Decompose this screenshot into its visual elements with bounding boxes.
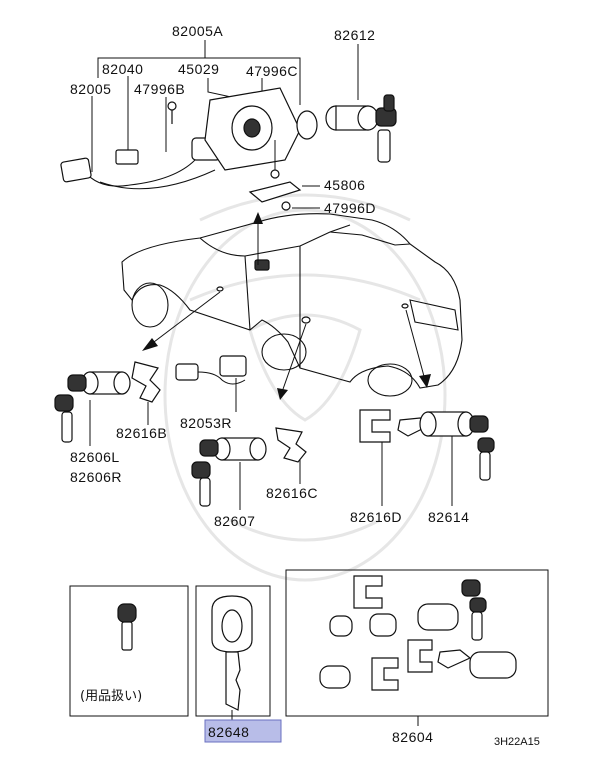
label-82616C: 82616C	[266, 485, 318, 501]
trunk-lock-82614	[397, 411, 495, 506]
watermark-emblem	[163, 193, 447, 582]
label-45806: 45806	[324, 177, 365, 193]
screw-47996D	[281, 201, 291, 211]
screw-47996B	[167, 101, 177, 111]
label-82606R: 82606R	[70, 469, 122, 485]
label-82648: 82648	[208, 724, 249, 740]
label-47996C: 47996C	[246, 63, 298, 79]
connector-82005	[60, 157, 92, 183]
connector-82040	[115, 149, 139, 165]
bracket-45806	[248, 181, 302, 203]
clip-82616D	[359, 409, 391, 506]
label-47996B: 47996B	[134, 81, 185, 97]
clip-82616B	[131, 361, 161, 425]
accessory-key-box	[69, 585, 189, 717]
label-82005: 82005	[70, 81, 111, 97]
label-82616B: 82616B	[116, 425, 167, 441]
location-arrows	[142, 212, 431, 400]
diagram-code: 3H22A15	[494, 736, 540, 748]
label-82612: 82612	[334, 27, 375, 43]
trunk-lock-cylinder-82607	[191, 437, 267, 510]
highlight-82648	[204, 719, 282, 743]
label-82616D: 82616D	[350, 509, 402, 525]
door-lock-cylinder-82606	[54, 371, 131, 446]
ignition-assembly-group	[60, 40, 397, 211]
harness-82053R	[175, 355, 247, 412]
label-82005A: 82005A	[172, 23, 223, 39]
label-82614: 82614	[428, 509, 469, 525]
label-82053R: 82053R	[180, 415, 232, 431]
car-ignition-location	[254, 259, 270, 271]
accessory-note: (用品扱い)	[80, 689, 142, 704]
label-47996D: 47996D	[324, 200, 376, 216]
label-82604: 82604	[392, 729, 433, 745]
clip-82616C	[275, 427, 307, 484]
label-45029: 45029	[178, 61, 219, 77]
lock-set-82604-box	[285, 569, 549, 726]
part-labels: 82005A 82612 82040 45029 47996C 82005 47…	[70, 23, 540, 748]
car-body-outline	[121, 213, 463, 397]
key-82648-box	[195, 585, 271, 720]
label-82606L: 82606L	[70, 449, 120, 465]
label-82040: 82040	[102, 61, 143, 77]
label-82607: 82607	[214, 513, 255, 529]
